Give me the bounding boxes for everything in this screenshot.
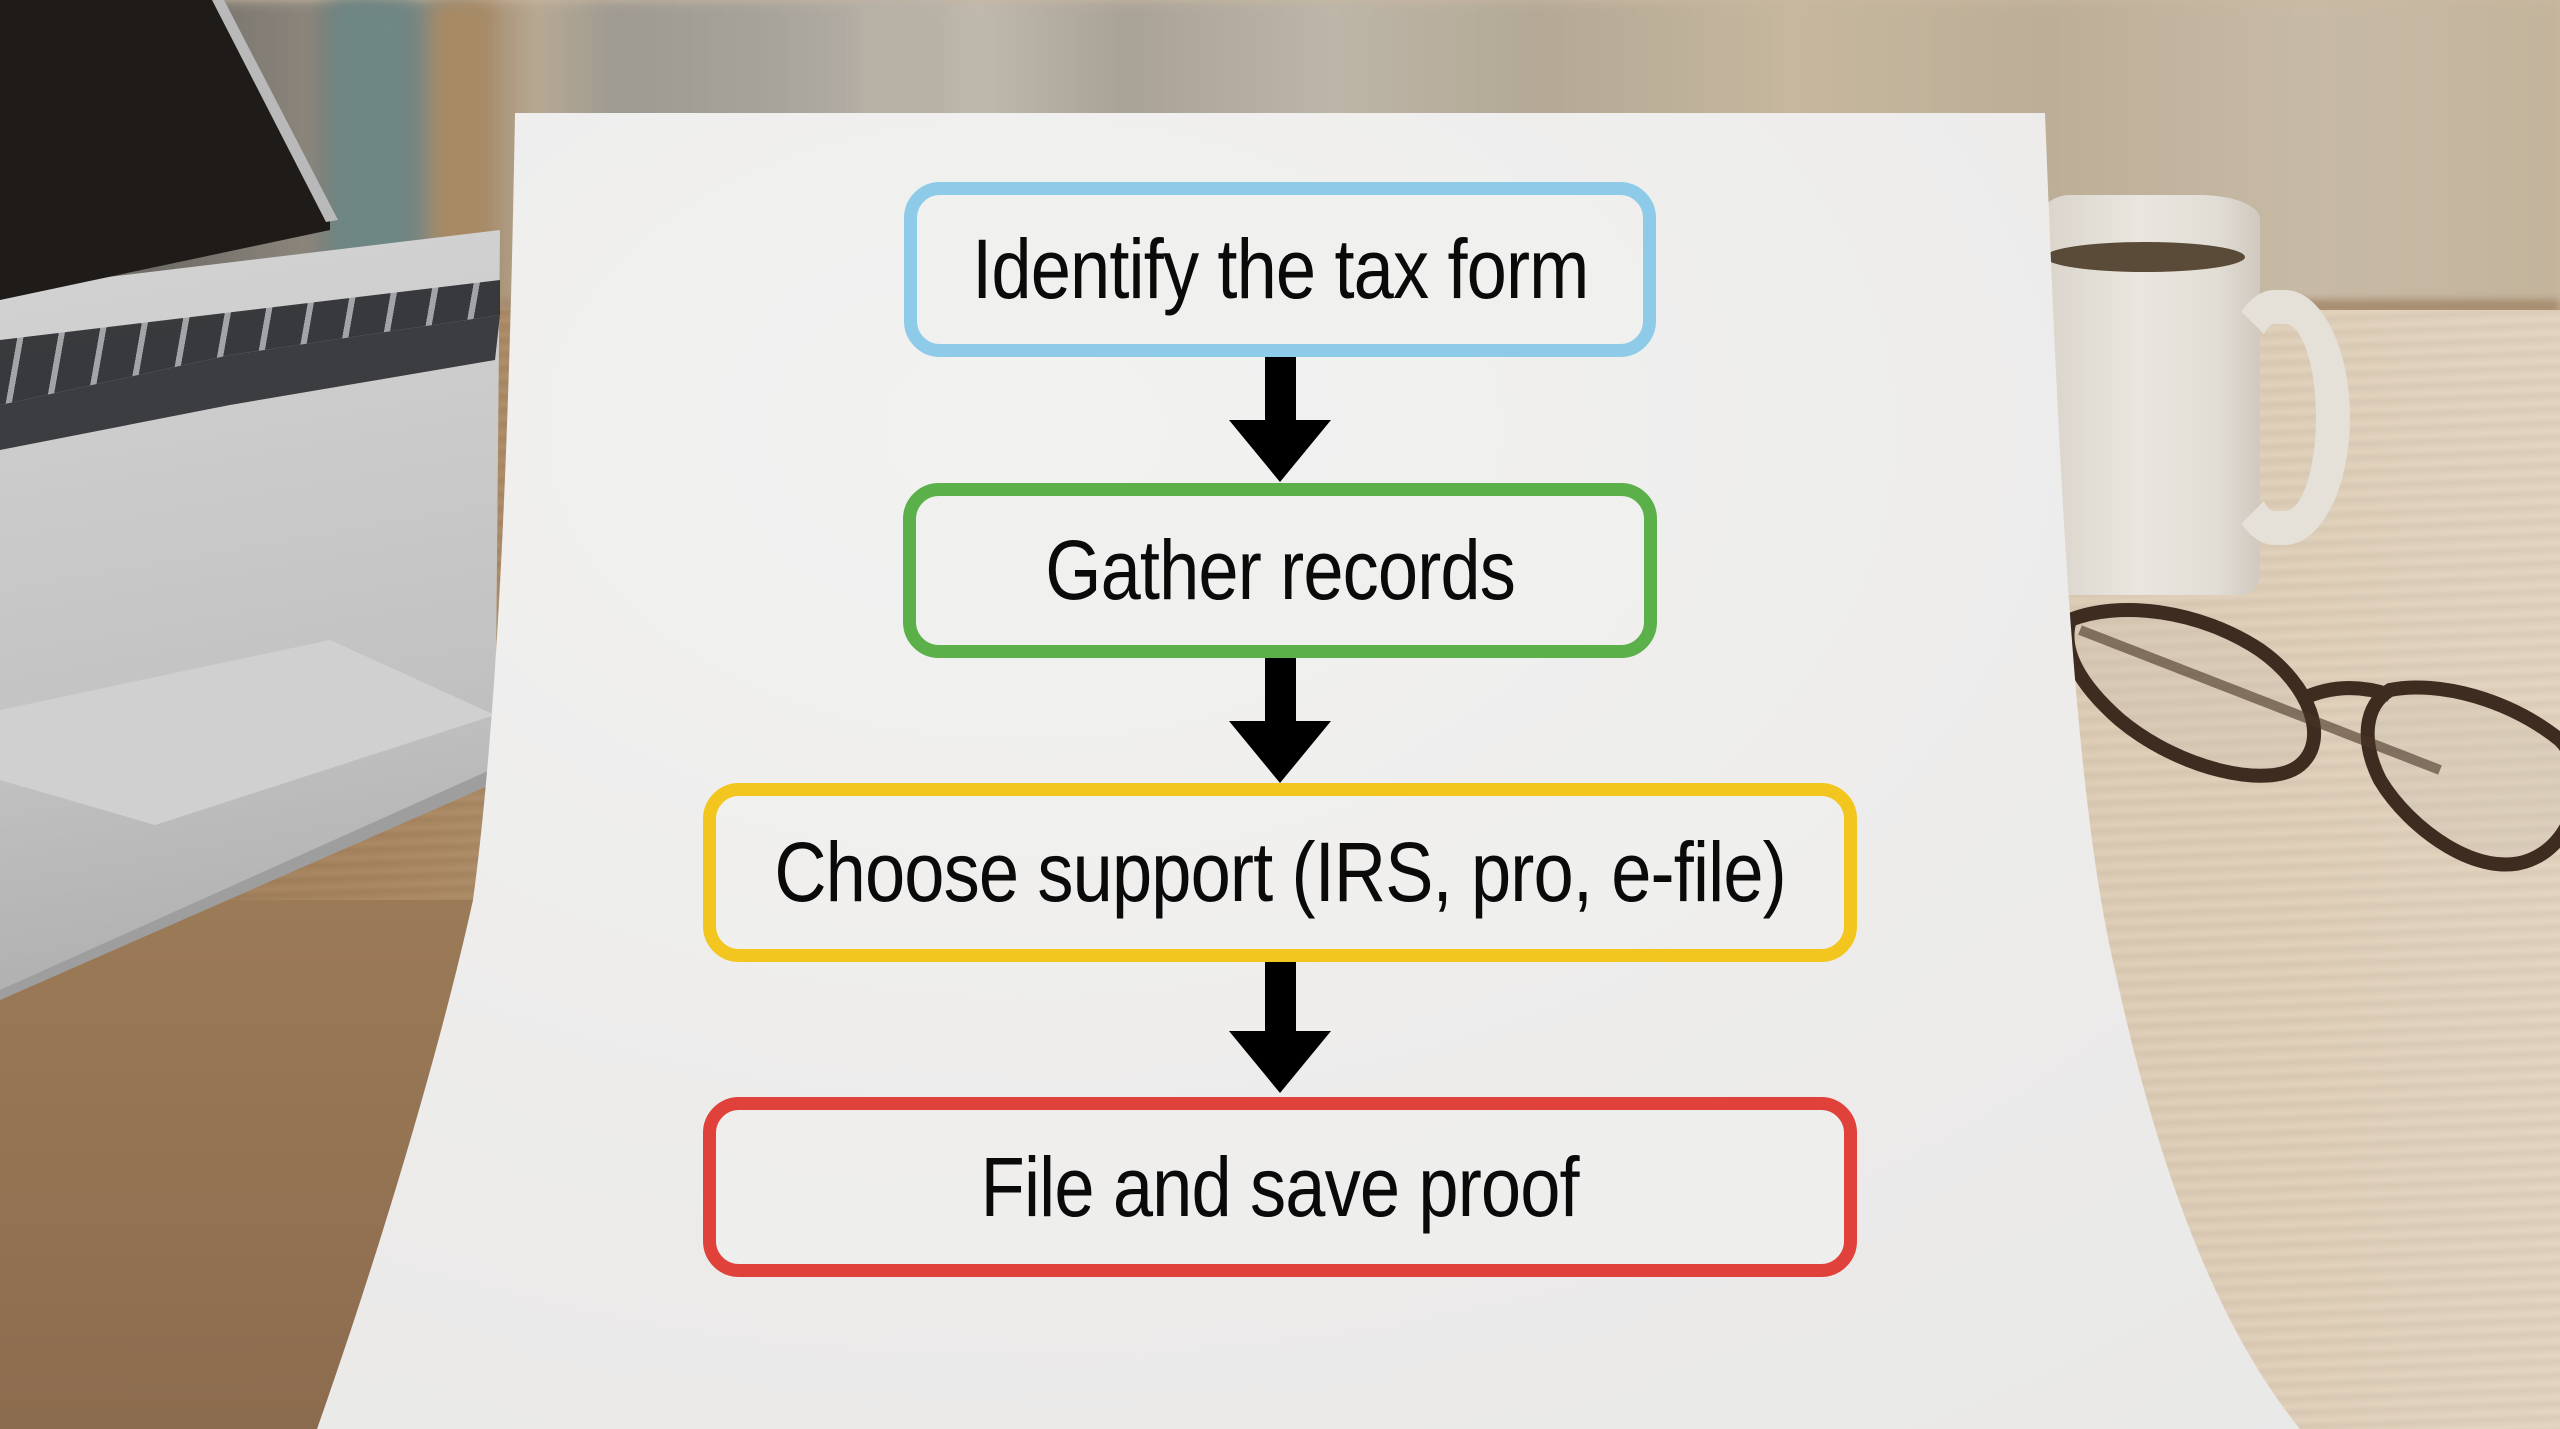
arrow-down-icon xyxy=(1229,357,1331,482)
step-label: Choose support (IRS, pro, e-file) xyxy=(774,825,1786,919)
eyeglasses-icon xyxy=(2060,603,2560,872)
step-label: Identify the tax form xyxy=(971,222,1589,316)
arrow-down-icon xyxy=(1229,658,1331,783)
coffee xyxy=(2045,242,2245,272)
step-identify-tax-form: Identify the tax form xyxy=(904,182,1656,357)
arrow-down-icon xyxy=(1229,962,1331,1097)
step-gather-records: Gather records xyxy=(903,483,1657,658)
mug-handle xyxy=(2220,290,2350,545)
step-label: Gather records xyxy=(1045,523,1516,617)
step-label: File and save proof xyxy=(980,1139,1580,1234)
step-choose-support: Choose support (IRS, pro, e-file) xyxy=(703,783,1857,962)
step-file-and-save-proof: File and save proof xyxy=(703,1097,1857,1277)
